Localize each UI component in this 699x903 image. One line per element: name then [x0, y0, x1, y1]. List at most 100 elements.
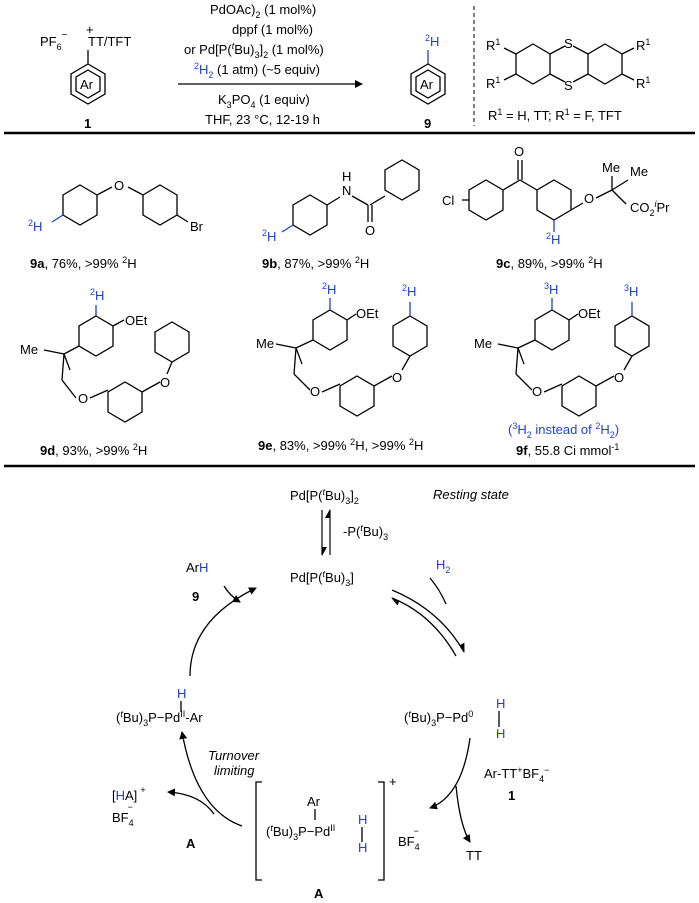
product-9e-label: 9e, 83%, >99% 2H, >99% 2H	[258, 437, 423, 453]
reaction-scheme: PF6− TT/TFT + Ar 1 PdOAc)2 (1 mol%) dppf…	[40, 2, 650, 131]
intermediate-aryl: Ar	[307, 794, 321, 809]
condition-line-4: 2H2 (1 atm) (~5 equiv)	[194, 61, 320, 80]
svg-text:Cl: Cl	[442, 193, 454, 208]
svg-text:O: O	[584, 191, 594, 206]
pf6-counterion: PF6−	[40, 30, 68, 52]
svg-text:R1: R1	[636, 75, 650, 91]
svg-text:N: N	[342, 183, 351, 198]
svg-text:OEt: OEt	[578, 306, 601, 321]
svg-text:Br: Br	[190, 219, 204, 234]
ha-release-arrow	[167, 788, 215, 815]
aryl-label-start: Ar	[80, 77, 94, 92]
svg-text:R1: R1	[486, 75, 500, 91]
svg-text:O: O	[310, 384, 320, 399]
pd0-dihydrogen-complex: (tBu)3P−Pd0	[404, 709, 473, 728]
h2-incoming-curve	[429, 577, 447, 605]
svg-text:2H: 2H	[262, 228, 276, 244]
h2-reagent: H2	[436, 557, 450, 575]
arh-product: ArH	[186, 560, 208, 575]
bracket-left	[255, 781, 262, 881]
aryl-ring-start	[70, 63, 106, 105]
tt-byproduct: TT	[466, 848, 482, 863]
condition-line-5: K3PO4 (1 equiv)	[218, 92, 310, 110]
condition-line-3: or Pd[P(tBu)3]2 (1 mol%)	[184, 41, 324, 60]
tt-plus-charge: +	[86, 22, 94, 37]
h2-addition-arrow	[391, 589, 465, 653]
svg-text:Me: Me	[474, 336, 492, 351]
arh-release-arrow	[223, 585, 241, 603]
turnover-limiting-line-2: limiting	[214, 763, 255, 778]
svg-text:O: O	[532, 384, 542, 399]
svg-text:O: O	[78, 391, 88, 406]
product-9b-structure: N H O 2H	[262, 159, 420, 244]
aryl-tt-reagent: Ar-TT+BF4−	[484, 765, 549, 784]
product-9d-label: 9d, 93%, >99% 2H	[40, 442, 147, 458]
resting-state-label: Resting state	[433, 487, 509, 502]
product-9f-structure: 3H OEt Me O O 3H	[474, 281, 650, 417]
ha-byproduct: [HA]+	[112, 785, 146, 803]
resting-state-complex: Pd[P(tBu)3]2	[290, 487, 359, 506]
svg-text:O: O	[114, 178, 124, 193]
base-a-label: A	[186, 836, 196, 851]
product-9d-structure: 2H OEt Me O O	[20, 287, 190, 423]
pd0-h-top: H	[496, 696, 505, 711]
r-definition: R1 = H, TT; R1 = F, TFT	[488, 107, 622, 123]
svg-text:O: O	[614, 370, 624, 385]
pd-hydride-aryl-complex: (tBu)3P−PdII-Ar	[116, 709, 203, 728]
svg-text:3H: 3H	[544, 281, 558, 297]
condition-line-1: PdOAc)2 (1 mol%)	[210, 2, 316, 20]
svg-text:R1: R1	[636, 37, 650, 53]
pd2-hydride: H	[177, 686, 186, 701]
deprotonation-arrow	[179, 731, 243, 827]
svg-text:2H: 2H	[28, 218, 42, 234]
svg-text:CO2iPr: CO2iPr	[630, 199, 670, 218]
svg-text:2H: 2H	[402, 283, 416, 299]
product-9f-label: 9f, 55.8 Ci mmol-1	[516, 442, 619, 458]
svg-text:S: S	[564, 78, 573, 93]
svg-text:S: S	[564, 36, 573, 51]
product-deuterium: 2H	[425, 33, 439, 49]
product-9a-structure: O 2H Br	[28, 178, 204, 234]
tt-release-arrow	[455, 785, 471, 843]
svg-text:O: O	[392, 370, 402, 385]
product-9e-structure: 2H OEt Me O O 2H	[256, 281, 428, 417]
monoligated-pd-complex: Pd[P(tBu)3]	[290, 569, 354, 588]
condition-line-6: THF, 23 °C, 12-19 h	[205, 112, 320, 127]
aryl-ring-product	[410, 63, 446, 105]
svg-text:Me: Me	[256, 336, 274, 351]
svg-text:O: O	[160, 375, 170, 390]
h2-reverse-arrow	[391, 597, 457, 657]
condition-line-2: dppf (1 mol%)	[232, 22, 313, 37]
bracket-right	[378, 781, 385, 881]
aryl-ring-product-inner	[415, 69, 441, 99]
ligand-loss-label: -P(tBu)3	[343, 523, 388, 542]
intermediate-charge: +	[389, 774, 397, 789]
svg-text:2H: 2H	[322, 281, 336, 297]
svg-text:OEt: OEt	[125, 313, 148, 328]
svg-text:H: H	[342, 169, 351, 184]
svg-text:OEt: OEt	[356, 306, 379, 321]
thianthrene-structure: S S R1 R1 R1 R1	[486, 36, 650, 93]
svg-text:2H: 2H	[90, 287, 104, 303]
bf4-byproduct: BF4−	[112, 802, 134, 828]
product-9c-label: 9c, 89%, >99% 2H	[496, 255, 603, 271]
svg-text:Me: Me	[630, 164, 648, 179]
product-9c-structure: Cl O 2H O Me Me CO2iPr	[442, 144, 670, 247]
aryl-label-product: Ar	[420, 77, 434, 92]
tt-group-label: TT/TFT	[88, 34, 131, 49]
reductive-elimination-arrow	[189, 587, 257, 677]
oxidative-addition-arrow	[429, 737, 471, 810]
svg-text:2H: 2H	[546, 231, 560, 247]
compound-1-label: 1	[84, 116, 91, 131]
catalytic-cycle: Pd[P(tBu)3]2 Resting state -P(tBu)3 Pd[P…	[112, 487, 549, 901]
intermediate-a-label: A	[314, 886, 324, 901]
svg-text:3H: 3H	[624, 283, 638, 299]
intermediate-a-complex: (tBu)3P−PdII	[266, 823, 335, 842]
svg-text:O: O	[365, 223, 375, 238]
compound-9-label: 9	[424, 116, 431, 131]
svg-text:Me: Me	[20, 342, 38, 357]
svg-text:R1: R1	[486, 37, 500, 53]
aryl-ring-inner	[75, 69, 101, 99]
